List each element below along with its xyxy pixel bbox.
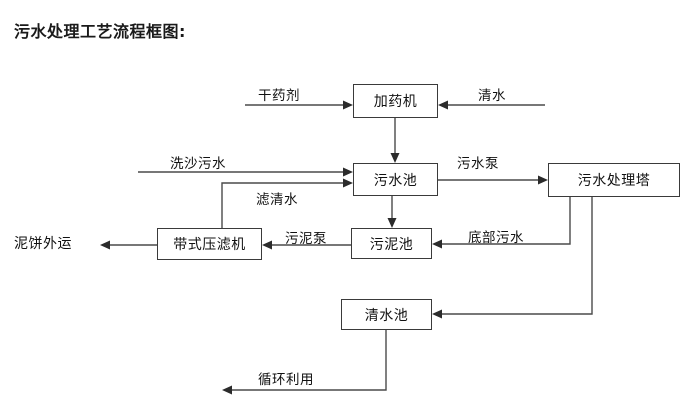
node-label: 污泥池: [369, 236, 414, 253]
node-label: 加药机: [373, 94, 418, 110]
edge-label-sewage-pump: 污水泵: [457, 156, 499, 172]
edge-label-dry-reagent: 干药剂: [258, 88, 300, 104]
terminal-label-mud-cake-out: 泥饼外运: [14, 236, 72, 252]
edge-label-filtered-clear-water: 滤清水: [256, 192, 298, 208]
edge-label-bottom-sewage: 底部污水: [468, 230, 524, 246]
node-dosing-machine[interactable]: 加药机: [353, 84, 438, 118]
node-label: 清水池: [364, 307, 409, 324]
node-belt-filter-press[interactable]: 带式压滤机: [157, 228, 262, 260]
edge-label-clean-water: 清水: [478, 88, 506, 104]
node-label: 污水池: [373, 172, 418, 189]
node-sludge-pool[interactable]: 污泥池: [351, 228, 432, 259]
node-sewage-pool[interactable]: 污水池: [353, 163, 438, 196]
page-title: 污水处理工艺流程框图:: [14, 22, 186, 41]
edge-label-sand-wash-sewage: 洗沙污水: [170, 156, 226, 172]
edge-label-recycle-reuse: 循环利用: [258, 372, 314, 388]
edge-label-sludge-pump: 污泥泵: [285, 231, 327, 247]
node-clear-water-pool[interactable]: 清水池: [341, 299, 432, 330]
node-label: 带式压滤机: [173, 237, 246, 253]
node-label: 污水处理塔: [577, 173, 651, 189]
node-treatment-tower[interactable]: 污水处理塔: [548, 163, 680, 197]
